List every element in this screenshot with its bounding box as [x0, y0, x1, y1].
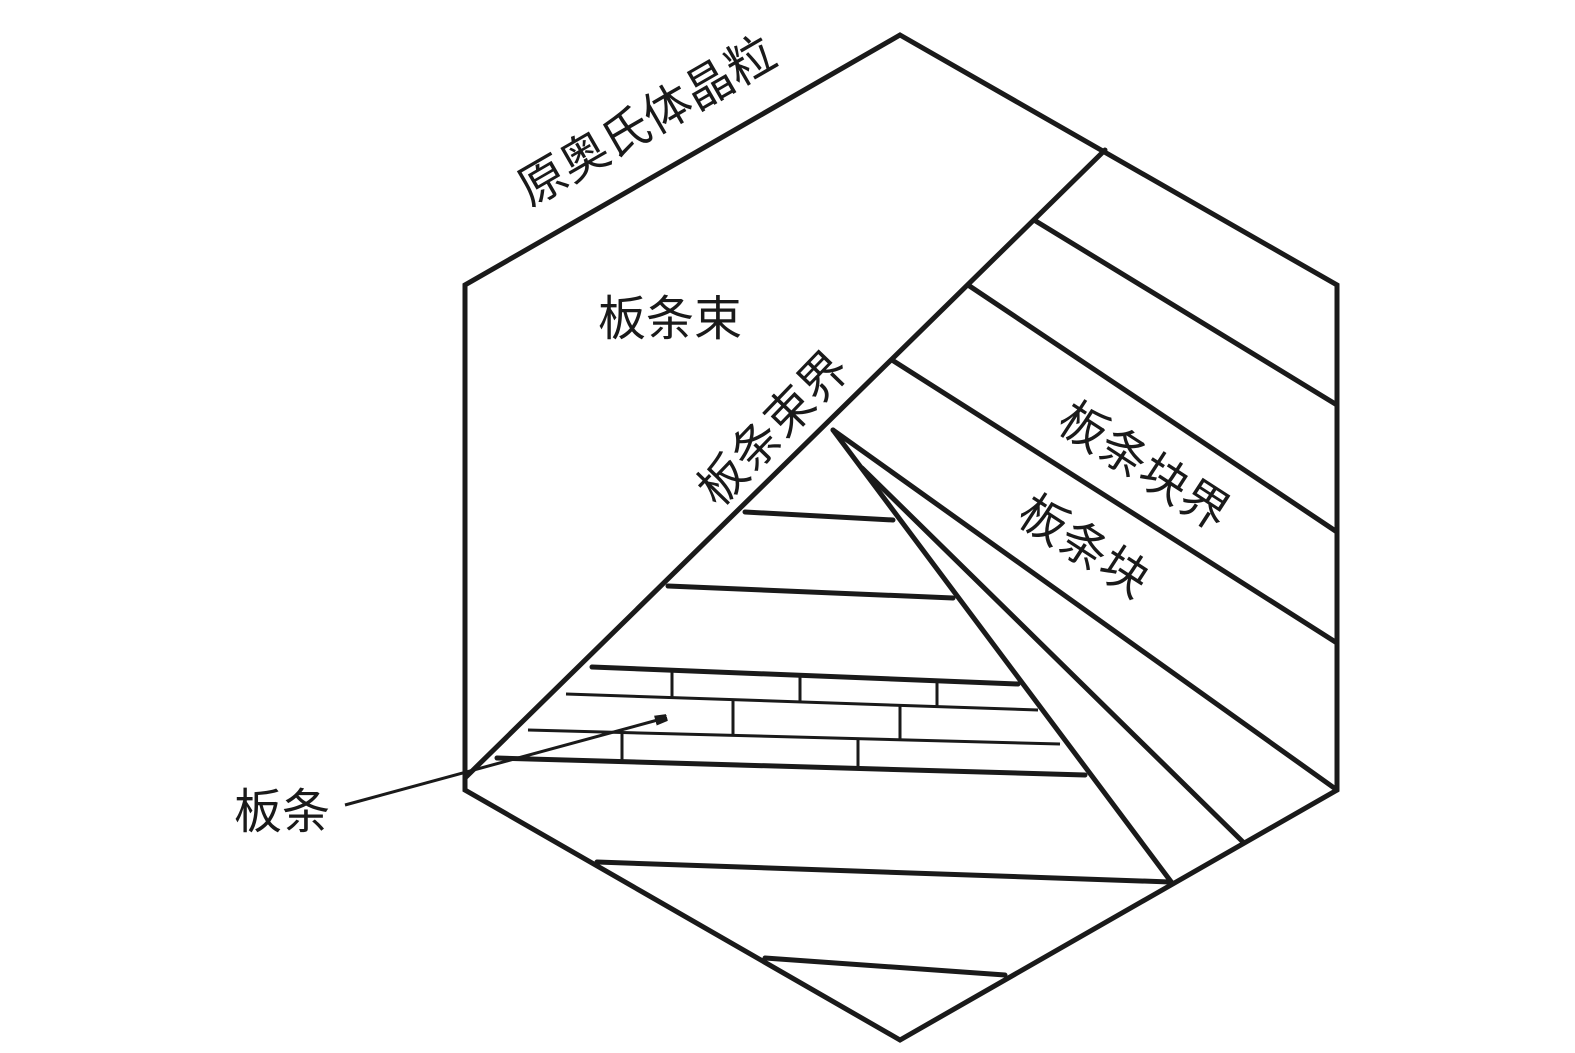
lath-boundary	[665, 583, 956, 601]
label-packet: 板条束	[598, 291, 742, 347]
block-boundary-line	[830, 427, 1175, 886]
lath-boundary	[762, 955, 1008, 978]
lath-boundary	[594, 859, 1173, 885]
lath-lines	[494, 509, 1173, 978]
lath-boundary	[494, 755, 1088, 778]
lath-boundary	[565, 692, 1039, 712]
block-boundary-line	[1031, 217, 1340, 408]
label-prior-austenite-grain: 原奥氏体晶粒	[508, 25, 785, 218]
lath-boundary	[742, 509, 896, 523]
block-boundaries	[830, 217, 1340, 886]
block-boundary-line	[965, 282, 1340, 535]
block-boundary-line	[859, 465, 1246, 845]
packet-boundary-line	[462, 147, 1108, 781]
label-block: 板条块	[1008, 484, 1159, 609]
lath-pointer-arrow	[344, 718, 665, 807]
lath-boundary	[589, 664, 1021, 687]
prior-austenite-grain-hexagon	[462, 32, 1340, 1043]
block-boundary-line	[889, 357, 1340, 646]
block-boundary-line	[830, 427, 1340, 793]
label-lath: 板条	[234, 784, 330, 840]
